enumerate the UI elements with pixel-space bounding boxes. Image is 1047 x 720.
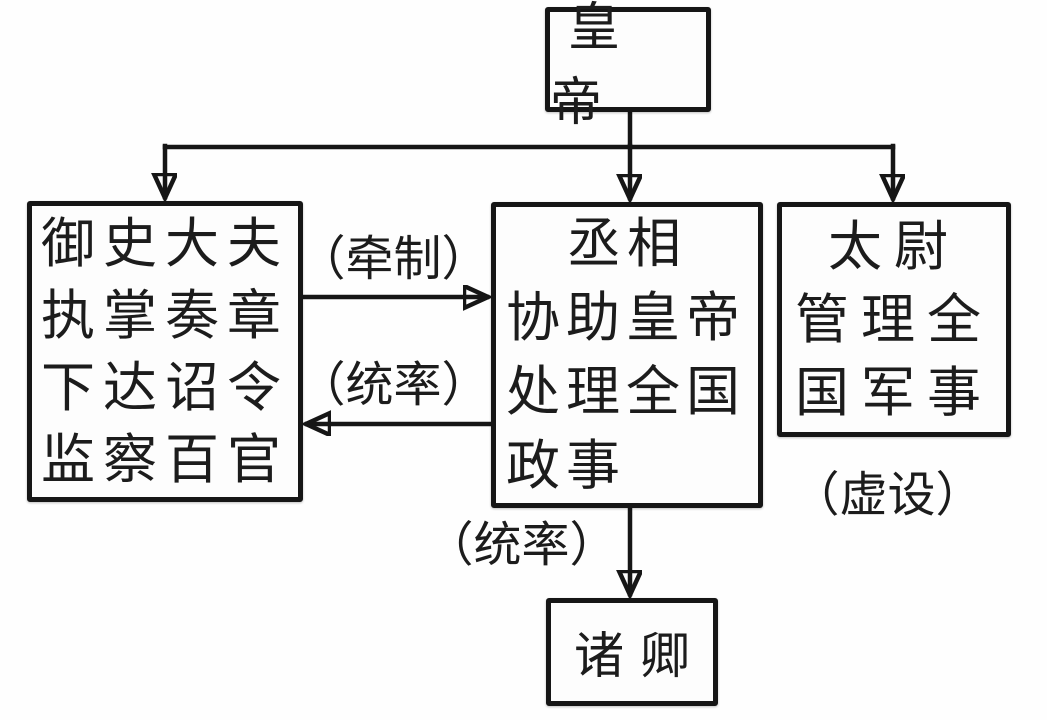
node-commandant: 太尉 管理全 国军事: [777, 202, 1011, 437]
node-ministers: 诸卿: [546, 598, 718, 706]
node-ministers-label: 诸卿: [574, 627, 706, 685]
node-chancellor-line-4: 政事: [506, 434, 626, 497]
node-chancellor-line-3: 处理全国: [506, 360, 746, 423]
node-emperor-label: 皇帝: [550, 0, 639, 133]
node-commandant-line-1: 太尉: [828, 215, 960, 278]
node-emperor: 皇帝: [545, 0, 711, 133]
node-censor-line-4: 监察百官: [41, 427, 289, 491]
node-chancellor: 丞相 协助皇帝 处理全国 政事: [491, 202, 763, 508]
node-censor-line-1: 御史大夫: [41, 211, 289, 275]
node-chancellor-line-1: 丞相: [567, 212, 687, 275]
node-chancellor-line-2: 协助皇帝: [506, 286, 746, 349]
node-commandant-line-3: 国军事: [795, 361, 993, 424]
edge-label-nominal: （虚设）: [791, 467, 984, 523]
node-censor-line-2: 执掌奏章: [41, 283, 289, 347]
node-censor-line-3: 下达诏令: [41, 355, 289, 419]
node-commandant-line-2: 管理全: [795, 288, 993, 351]
node-censor: 御史大夫 执掌奏章 下达诏令 监察百官: [27, 201, 303, 502]
edge-label-command-down: （统率）: [425, 517, 618, 573]
edge-label-command-left: （统率）: [297, 357, 490, 413]
edge-label-restrain: （牵制）: [297, 231, 490, 287]
